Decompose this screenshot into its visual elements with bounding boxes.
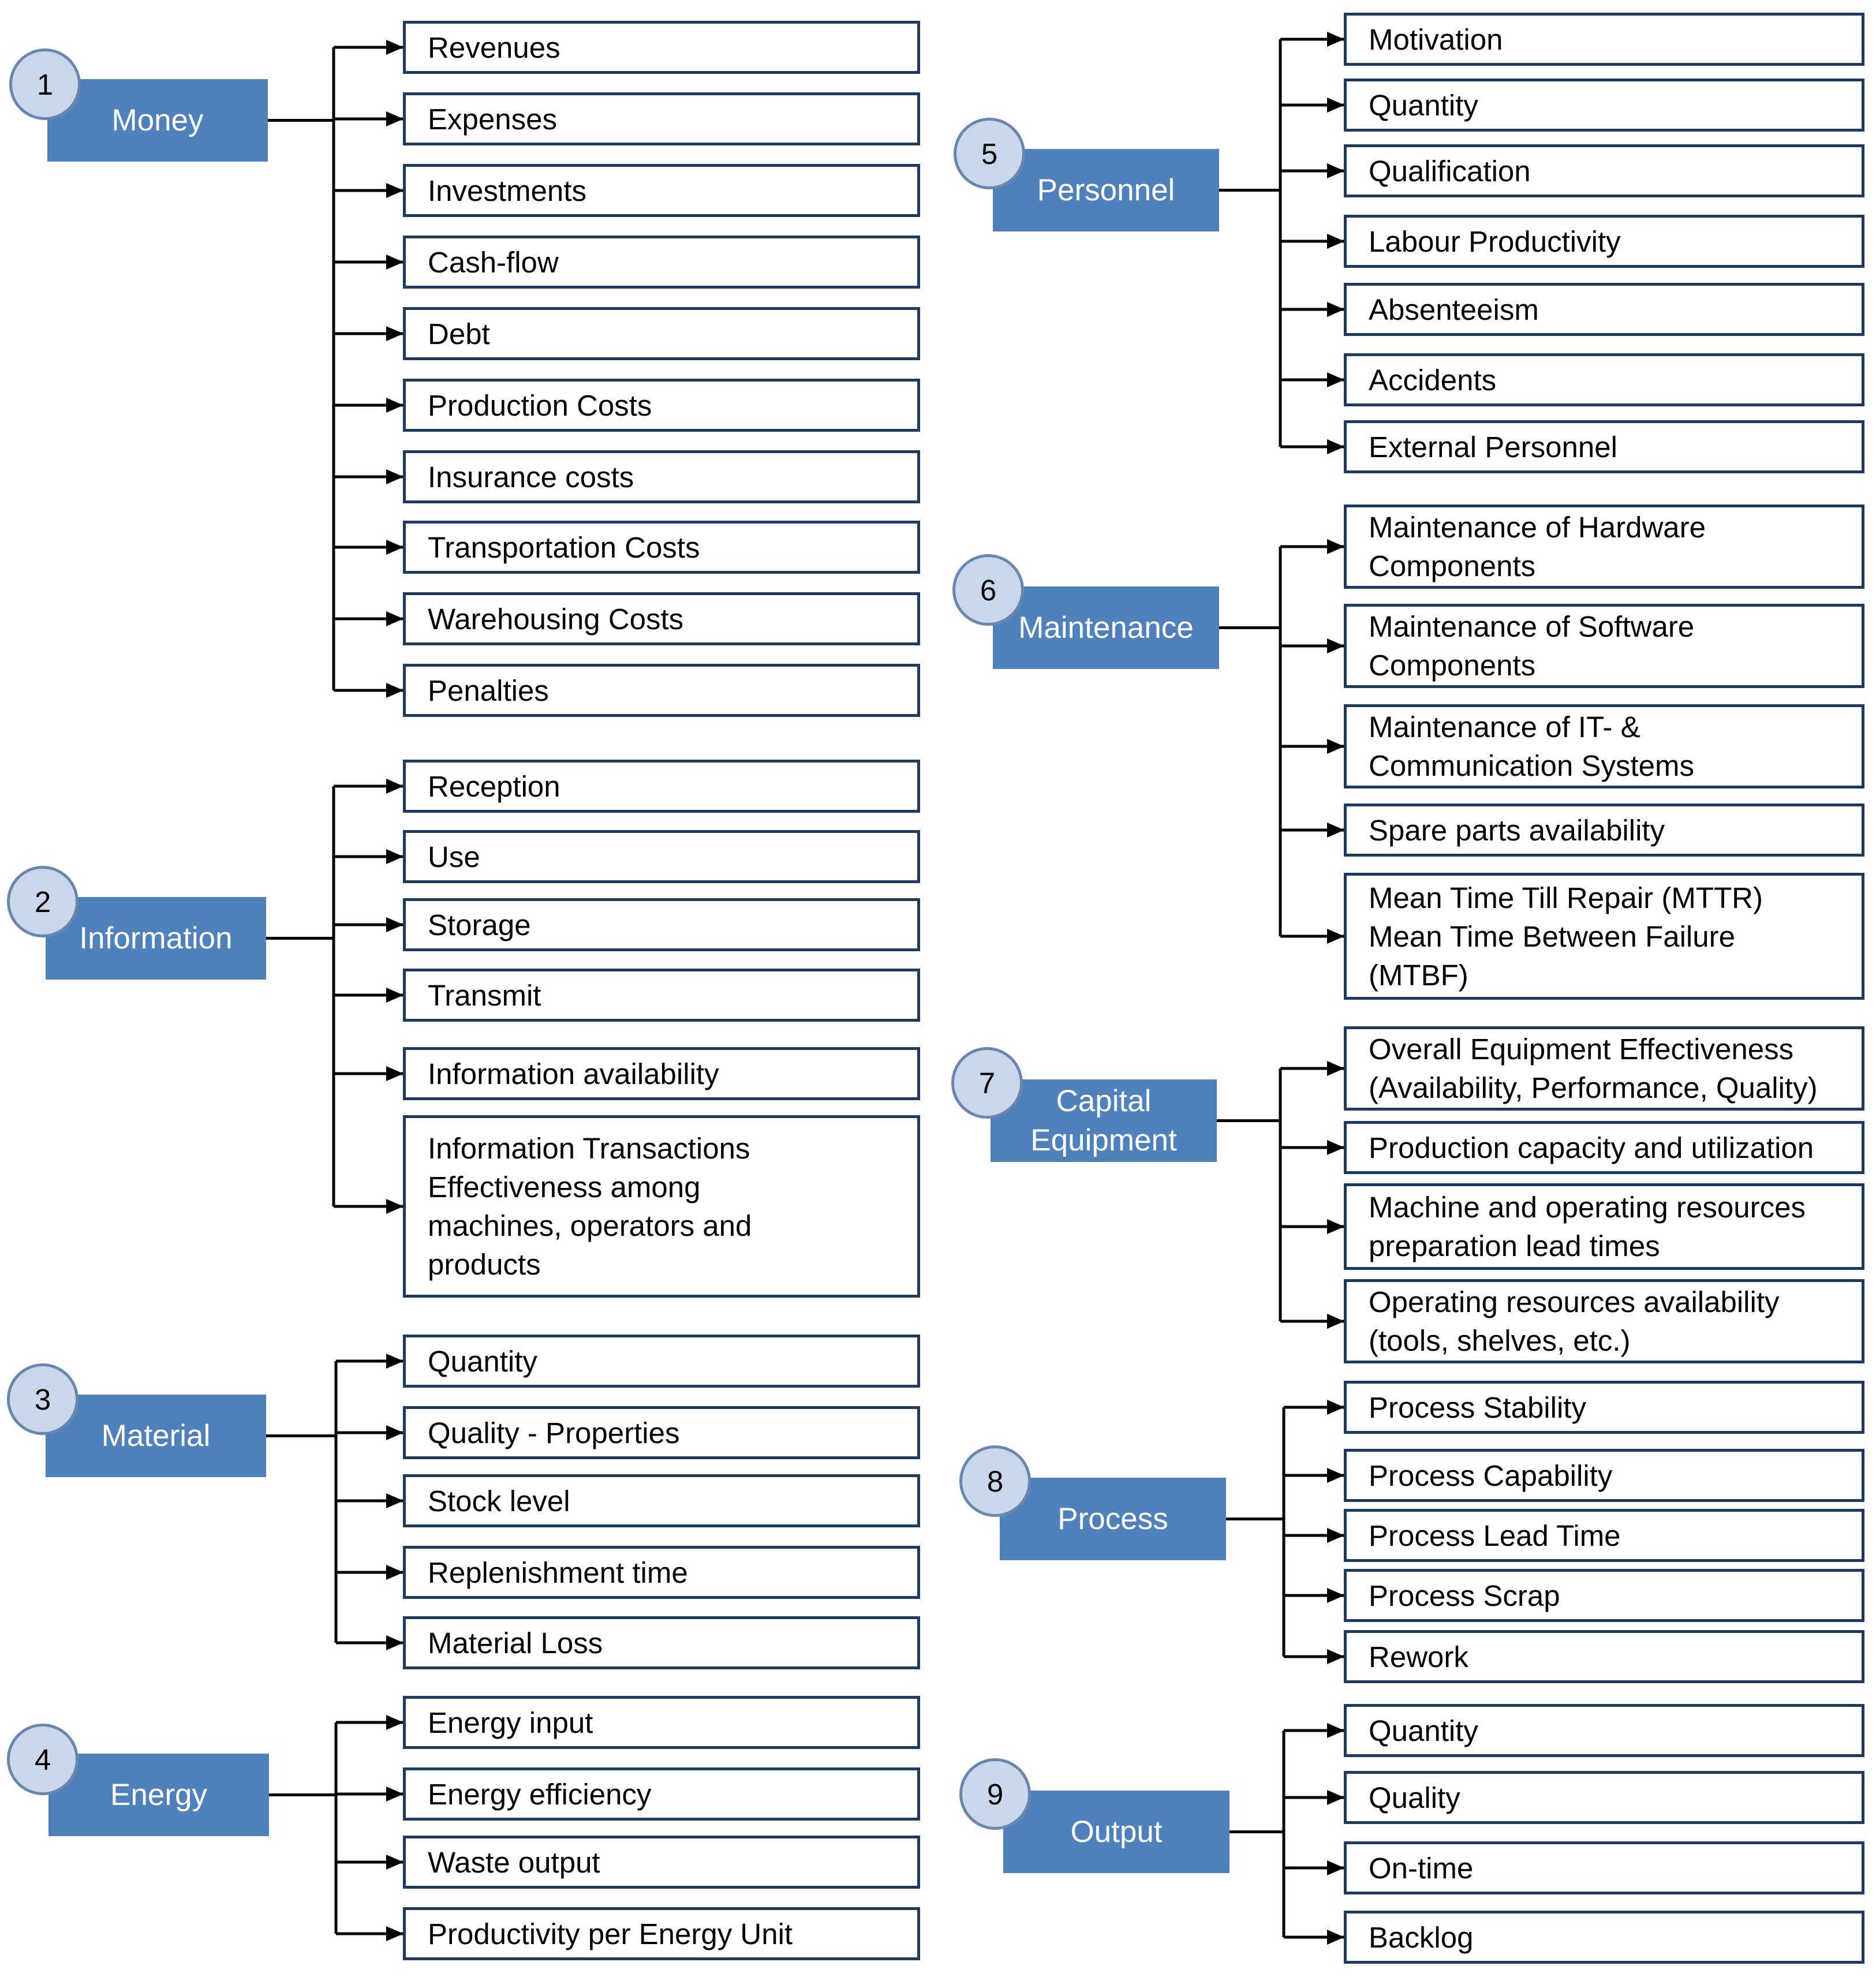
kpi-item-box: Transportation Costs — [403, 521, 920, 574]
category-box-process: Process — [1000, 1478, 1226, 1560]
kpi-item-box: Cash-flow — [403, 236, 920, 289]
category-box-personnel: Personnel — [993, 149, 1219, 231]
kpi-item-box: Labour Productivity — [1344, 215, 1864, 268]
kpi-item-box: Absenteeism — [1344, 283, 1864, 336]
kpi-item-box: Transmit — [403, 969, 920, 1022]
category-label: Personnel — [1037, 173, 1175, 207]
kpi-item-box: Production Costs — [403, 379, 920, 432]
kpi-item-box: Quantity — [403, 1335, 920, 1388]
category-label: Output — [1070, 1814, 1163, 1849]
kpi-item-box: Penalties — [403, 664, 920, 717]
kpi-item-box: Overall Equipment Effectiveness (Availab… — [1344, 1026, 1864, 1111]
kpi-item-box: Accidents — [1344, 353, 1864, 406]
kpi-item-box: Production capacity and utilization — [1344, 1121, 1864, 1174]
category-label: Material — [101, 1418, 211, 1453]
category-box-energy: Energy — [48, 1754, 269, 1836]
kpi-item-box: Energy efficiency — [403, 1767, 920, 1821]
kpi-item-box: Warehousing Costs — [403, 592, 920, 645]
kpi-item-box: Reception — [403, 760, 920, 813]
category-label: Money — [111, 103, 204, 137]
category-number-badge: 9 — [959, 1758, 1031, 1830]
category-number-badge: 5 — [954, 118, 1025, 189]
kpi-item-box: Rework — [1344, 1630, 1864, 1683]
category-label: Capital Equipment — [1030, 1083, 1177, 1157]
kpi-item-box: Stock level — [403, 1474, 920, 1527]
category-box-money: Money — [47, 79, 268, 162]
kpi-item-box: Spare parts availability — [1344, 803, 1864, 857]
kpi-item-box: Productivity per Energy Unit — [403, 1907, 920, 1960]
category-number-badge: 2 — [7, 866, 79, 937]
category-number-badge: 3 — [7, 1363, 79, 1435]
category-label: Information — [79, 921, 233, 955]
kpi-item-box: Process Lead Time — [1344, 1509, 1864, 1562]
category-number-badge: 7 — [951, 1047, 1023, 1119]
kpi-item-box: Information Transactions Effectiveness a… — [403, 1115, 920, 1298]
category-box-capital-equipment: Capital Equipment — [991, 1079, 1217, 1162]
category-number-badge: 8 — [959, 1445, 1031, 1517]
kpi-item-box: Expenses — [403, 92, 920, 145]
kpi-item-box: Qualification — [1344, 144, 1864, 197]
category-number-badge: 4 — [7, 1724, 79, 1795]
kpi-item-box: Mean Time Till Repair (MTTR) Mean Time B… — [1344, 873, 1864, 1000]
category-label: Energy — [110, 1777, 207, 1812]
kpi-item-box: Revenues — [403, 21, 920, 74]
kpi-item-box: Debt — [403, 307, 920, 360]
kpi-item-box: Storage — [403, 898, 920, 951]
kpi-item-box: Replenishment time — [403, 1546, 920, 1599]
category-label: Process — [1057, 1501, 1168, 1536]
kpi-item-box: Energy input — [403, 1696, 920, 1749]
category-box-output: Output — [1003, 1791, 1230, 1873]
kpi-item-box: On-time — [1344, 1841, 1864, 1894]
kpi-item-box: Process Capability — [1344, 1449, 1864, 1502]
kpi-item-box: External Personnel — [1344, 420, 1864, 473]
kpi-item-box: Use — [403, 830, 920, 883]
category-box-maintenance: Maintenance — [993, 586, 1219, 669]
kpi-item-box: Quantity — [1344, 1704, 1864, 1757]
category-number-badge: 6 — [952, 554, 1024, 626]
category-number-badge: 1 — [9, 48, 81, 120]
kpi-item-box: Quality - Properties — [403, 1406, 920, 1459]
kpi-item-box: Maintenance of Hardware Components — [1344, 504, 1864, 589]
kpi-item-box: Information availability — [403, 1047, 920, 1100]
kpi-item-box: Process Stability — [1344, 1381, 1864, 1434]
category-box-information: Information — [46, 897, 266, 980]
kpi-item-box: Machine and operating resources preparat… — [1344, 1183, 1864, 1270]
kpi-item-box: Maintenance of IT- & Communication Syste… — [1344, 704, 1864, 788]
category-label: Maintenance — [1018, 610, 1194, 645]
kpi-item-box: Operating resources availability (tools,… — [1344, 1279, 1864, 1363]
kpi-item-box: Material Loss — [403, 1616, 920, 1669]
kpi-item-box: Investments — [403, 164, 920, 217]
kpi-item-box: Quantity — [1344, 79, 1864, 132]
kpi-item-box: Backlog — [1344, 1911, 1864, 1964]
kpi-item-box: Waste output — [403, 1836, 920, 1889]
kpi-item-box: Motivation — [1344, 13, 1864, 66]
kpi-item-box: Process Scrap — [1344, 1569, 1864, 1622]
kpi-item-box: Maintenance of Software Components — [1344, 604, 1864, 688]
kpi-item-box: Quality — [1344, 1771, 1864, 1824]
kpi-item-box: Insurance costs — [403, 450, 920, 503]
category-box-material: Material — [46, 1395, 266, 1477]
